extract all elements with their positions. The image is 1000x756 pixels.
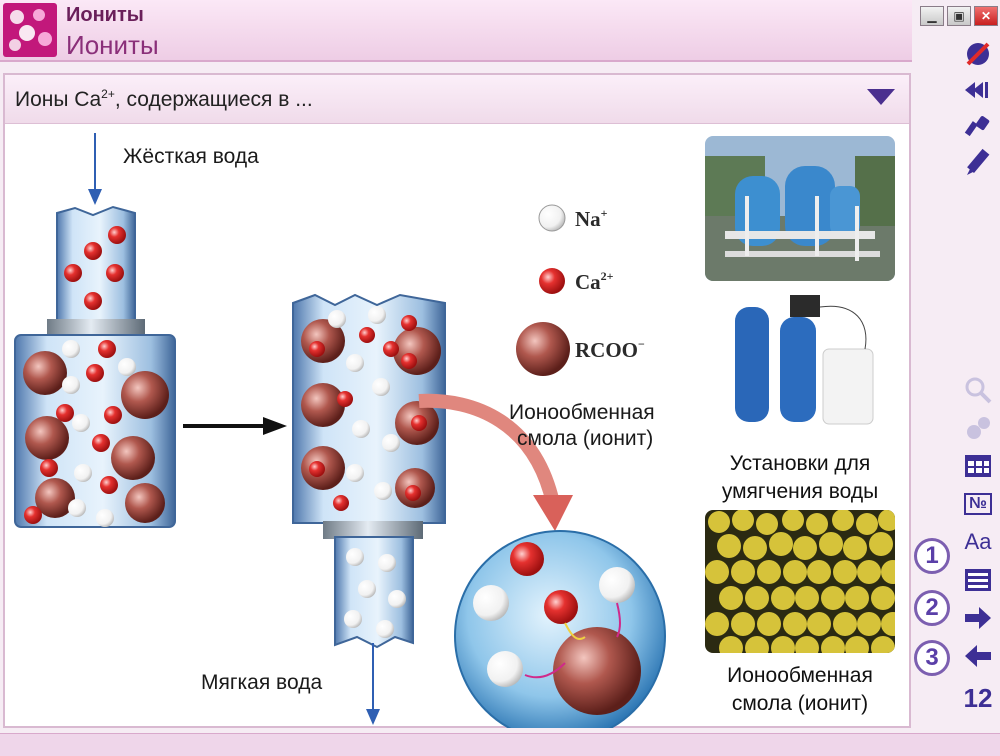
close-button[interactable]: ✕ (974, 6, 998, 26)
legend-rcoo-swatch (516, 322, 570, 376)
legend: Na+ Ca2+ RCOO− (516, 204, 645, 376)
table-icon[interactable] (958, 448, 998, 484)
resin-label-line2: смола (ионит) (517, 427, 653, 450)
page-title: Иониты (66, 30, 159, 60)
list-icon[interactable] (958, 562, 998, 598)
hard-water-label: Жёсткая вода (123, 145, 259, 168)
legend-ca-label: Ca2+ (575, 269, 614, 294)
caption-softening-plants: Установки для умягчения воды (700, 450, 900, 506)
water-softening-plant-photo[interactable] (705, 136, 895, 281)
chevron-down-icon[interactable] (867, 89, 895, 105)
legend-na-label: Na+ (575, 206, 608, 231)
step-1-button[interactable]: 1 (914, 538, 950, 574)
soft-water-label: Мягкая вода (201, 671, 322, 694)
resin-label-line1: Ионообменная (509, 401, 655, 424)
flashlight-icon[interactable] (958, 108, 998, 144)
legend-na-swatch (538, 204, 566, 232)
font-icon[interactable]: Aa (964, 529, 992, 554)
question-dropdown[interactable]: Ионы Ca2+, содержащиеся в ... (5, 75, 909, 124)
window-title: Иониты (66, 4, 144, 26)
maximize-button[interactable]: ▣ (947, 6, 971, 26)
ion-exchange-diagram: Жёсткая вода (14, 133, 666, 728)
window-controls: ▁ ▣ ✕ (920, 6, 998, 26)
title-bar: Иониты Иониты (0, 0, 912, 62)
step-2-button[interactable]: 2 (914, 590, 950, 626)
magnified-view (454, 530, 666, 728)
flow-arrowhead (263, 417, 287, 435)
legend-rcoo-label: RCOO− (575, 337, 645, 362)
caption-resin-line2: смола (ионит) (731, 692, 869, 715)
inflow-arrowhead (88, 189, 102, 205)
caption-plants-line2: умягчения воды (721, 480, 879, 503)
rewind-icon[interactable] (958, 72, 998, 108)
left-column (14, 205, 176, 528)
zoom-icon[interactable] (958, 372, 998, 408)
legend-ca-swatch (539, 268, 565, 294)
step-3-button[interactable]: 3 (914, 640, 950, 676)
pencil-icon[interactable] (958, 144, 998, 180)
next-arrow-icon[interactable] (958, 600, 998, 636)
caption-resin: Ионообменная смола (ионит) (700, 662, 900, 718)
no-sound-icon[interactable] (958, 36, 998, 72)
gears-icon[interactable] (958, 410, 998, 446)
minimize-button[interactable]: ▁ (920, 6, 944, 26)
right-column (292, 293, 446, 649)
page-number: 12 (963, 682, 993, 713)
zoom-arrow (418, 393, 560, 505)
status-bar (0, 733, 1000, 756)
dropdown-text: Ионы Ca2+, содержащиеся в ... (15, 87, 313, 111)
prev-arrow-icon[interactable] (958, 638, 998, 674)
app-logo-icon (3, 3, 57, 57)
softener-units-photo[interactable] (705, 287, 895, 430)
caption-resin-line1: Ионообменная (727, 664, 873, 687)
number-icon[interactable]: № (958, 486, 998, 522)
zoom-arrowhead (533, 495, 573, 531)
caption-plants-line1: Установки для (729, 452, 871, 475)
outflow-arrowhead (366, 709, 380, 725)
resin-beads-photo[interactable] (705, 510, 895, 653)
